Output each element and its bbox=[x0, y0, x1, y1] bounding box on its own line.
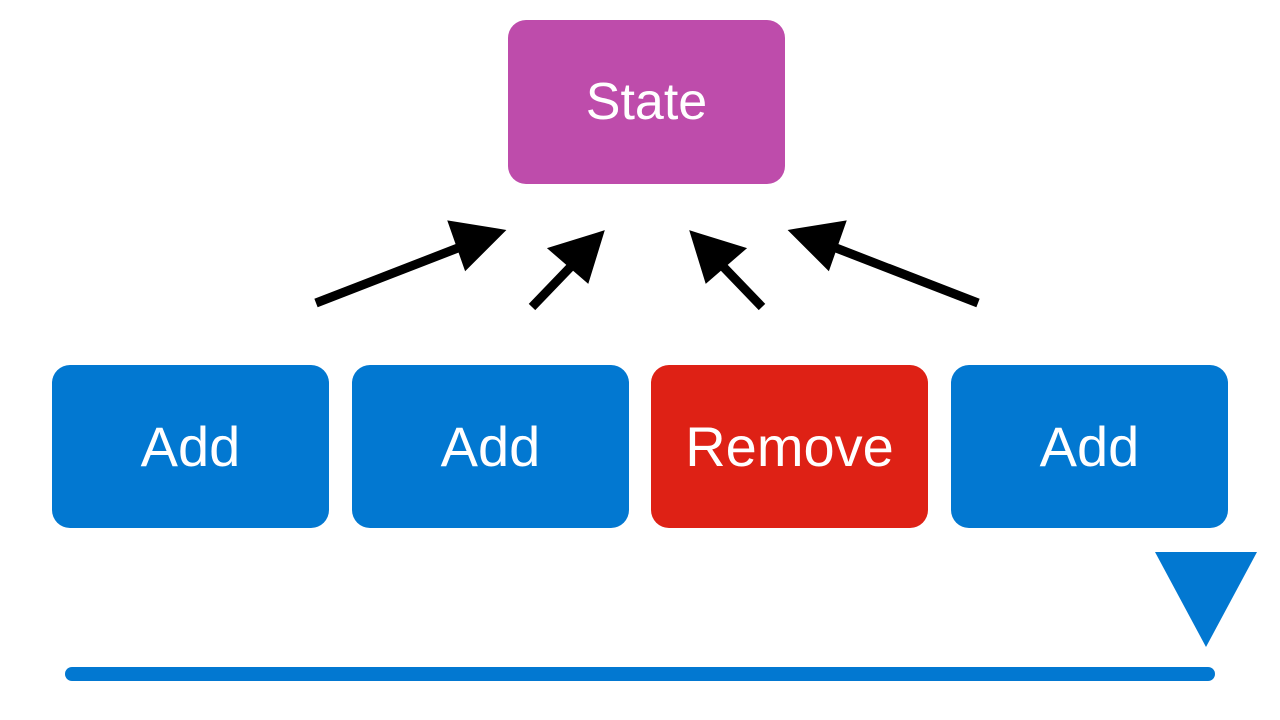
action-label: Add bbox=[140, 414, 241, 478]
state-box: State bbox=[508, 20, 785, 184]
arrow-4-head-icon bbox=[787, 220, 847, 272]
action-box-add-2: Add bbox=[352, 365, 629, 528]
action-label: Add bbox=[1039, 414, 1140, 478]
arrow-4 bbox=[816, 236, 980, 308]
action-label: Remove bbox=[685, 414, 894, 478]
arrow-3-head-icon bbox=[689, 230, 748, 284]
action-box-add-1: Add bbox=[52, 365, 329, 528]
action-box-add-3: Add bbox=[951, 365, 1228, 528]
arrow-2-head-icon bbox=[546, 230, 605, 284]
action-box-remove: Remove bbox=[651, 365, 928, 528]
action-label: Add bbox=[440, 414, 541, 478]
arrow-1 bbox=[314, 236, 478, 308]
state-label: State bbox=[585, 73, 708, 131]
arrow-1-head-icon bbox=[447, 220, 507, 272]
triangle-down-icon bbox=[1155, 552, 1257, 647]
